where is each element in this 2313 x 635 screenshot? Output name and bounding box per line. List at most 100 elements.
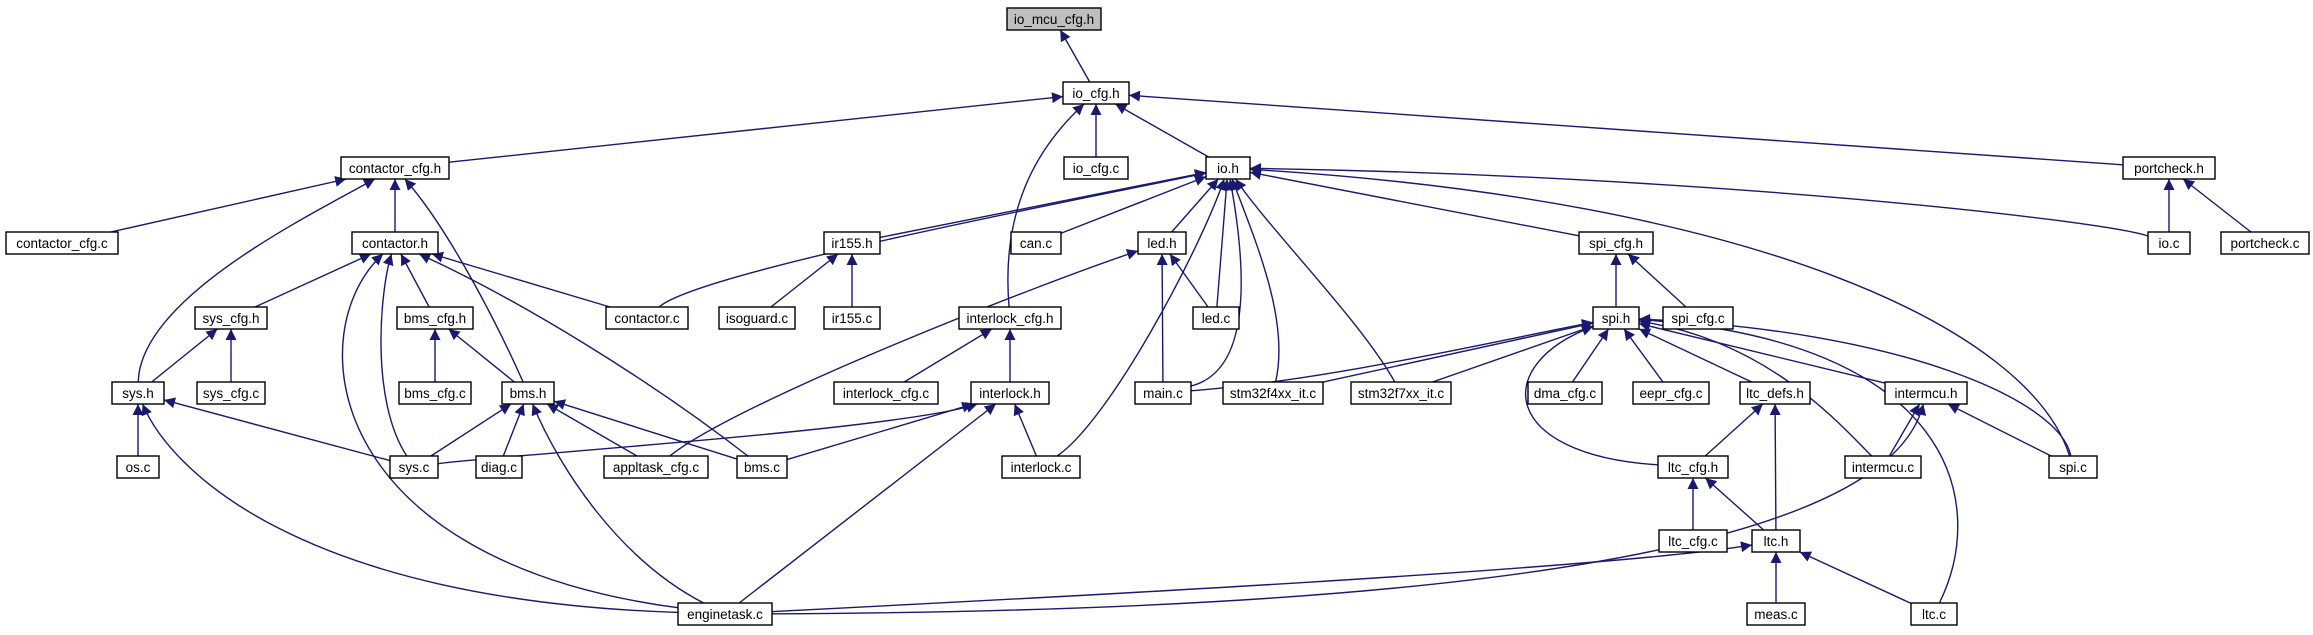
edge-dma-cfg-c-to-spi-h xyxy=(1571,328,1610,383)
node-box xyxy=(823,306,881,330)
node-label: interlock_cfg.h xyxy=(966,311,1053,326)
edge-ltc-defs-h-to-spi-h xyxy=(1638,328,1752,383)
node-spi-cfg-c[interactable]: spi_cfg.c xyxy=(1662,306,1734,330)
node-box xyxy=(398,381,472,405)
node-ir155-c[interactable]: ir155.c xyxy=(823,306,881,330)
node-stm32f4xx-it-c[interactable]: stm32f4xx_it.c xyxy=(1222,381,1324,405)
node-box xyxy=(1632,381,1710,405)
node-diag-c[interactable]: diag.c xyxy=(475,455,523,479)
node-sys-c[interactable]: sys.c xyxy=(389,455,439,479)
node-label: diag.c xyxy=(481,460,517,475)
file-nodes: io_mcu_cfg.h io_cfg.h contactor_cfg.h io_cf… xyxy=(5,7,2310,626)
node-contactor-cfg-h[interactable]: contactor_cfg.h xyxy=(340,156,450,180)
node-enginetask-c[interactable]: enginetask.c xyxy=(677,602,773,626)
edge-main-c-to-led-h xyxy=(1156,253,1168,383)
node-box xyxy=(823,231,881,255)
node-box xyxy=(1001,455,1081,479)
edge-enginetask-c-to-bms-h xyxy=(531,403,704,604)
edge-main-c-to-spi-h xyxy=(1190,319,1594,392)
edge-ir155-h-to-io-h xyxy=(879,169,1207,239)
node-label: io_cfg.h xyxy=(1072,86,1119,101)
edge-enginetask-c-to-contactor-h xyxy=(341,253,679,609)
node-portcheck-c[interactable]: portcheck.c xyxy=(2220,231,2310,255)
node-bms-c[interactable]: bms.c xyxy=(736,455,788,479)
node-box xyxy=(603,455,709,479)
node-spi-cfg-h[interactable]: spi_cfg.h xyxy=(1578,231,1654,255)
node-label: interlock_cfg.c xyxy=(843,386,930,401)
node-box xyxy=(5,231,119,255)
edge-contactor-cfg-h-to-io-cfg-h xyxy=(448,92,1064,163)
edge-can-c-to-io-h xyxy=(1060,175,1207,234)
node-box xyxy=(1527,381,1603,405)
node-stm32f7xx-it-c[interactable]: stm32f7xx_it.c xyxy=(1350,381,1452,405)
node-box xyxy=(1137,231,1187,255)
node-box xyxy=(194,306,268,330)
node-ltc-h[interactable]: ltc.h xyxy=(1751,529,1801,553)
node-bms-cfg-h[interactable]: bms_cfg.h xyxy=(396,306,474,330)
node-sys-cfg-h[interactable]: sys_cfg.h xyxy=(194,306,268,330)
node-ltc-defs-h[interactable]: ltc_defs.h xyxy=(1739,381,1811,405)
edge-io-cfg-h-to-io-mcu-cfg-h xyxy=(1059,29,1091,83)
dependency-edges xyxy=(110,29,2252,615)
node-dma-cfg-c[interactable]: dma_cfg.c xyxy=(1527,381,1603,405)
node-label: ltc_cfg.c xyxy=(1668,534,1718,549)
node-label: sys_cfg.c xyxy=(203,386,260,401)
node-io-cfg-h[interactable]: io_cfg.h xyxy=(1062,81,1130,105)
node-led-h[interactable]: led.h xyxy=(1137,231,1187,255)
node-io-h[interactable]: io.h xyxy=(1205,156,1251,180)
edge-ltc-cfg-h-to-ltc-defs-h xyxy=(1704,403,1764,457)
node-ltc-c[interactable]: ltc.c xyxy=(1910,602,1958,626)
node-ltc-cfg-c[interactable]: ltc_cfg.c xyxy=(1658,529,1728,553)
node-interlock-cfg-c[interactable]: interlock_cfg.c xyxy=(833,381,939,405)
node-io-cfg-c[interactable]: io_cfg.c xyxy=(1063,156,1129,180)
node-contactor-h[interactable]: contactor.h xyxy=(351,231,439,255)
node-interlock-cfg-h[interactable]: interlock_cfg.h xyxy=(958,306,1062,330)
edge-stm32f4xx-it-c-to-spi-h xyxy=(1322,320,1594,383)
node-ir155-h[interactable]: ir155.h xyxy=(823,231,881,255)
node-portcheck-h[interactable]: portcheck.h xyxy=(2122,156,2216,180)
node-label: intermcu.c xyxy=(1852,460,1915,475)
node-spi-h[interactable]: spi.h xyxy=(1592,306,1640,330)
node-sys-h[interactable]: sys.h xyxy=(111,381,165,405)
node-box xyxy=(970,381,1050,405)
node-label: portcheck.h xyxy=(2134,161,2204,176)
node-box xyxy=(1192,306,1240,330)
node-label: enginetask.c xyxy=(687,607,763,622)
node-interlock-c[interactable]: interlock.c xyxy=(1001,455,1081,479)
edge-spi-c-to-intermcu-h xyxy=(1947,403,2052,457)
node-io-mcu-cfg-h[interactable]: io_mcu_cfg.h xyxy=(1006,7,1102,31)
node-label: ltc.c xyxy=(1922,607,1946,622)
node-sys-cfg-c[interactable]: sys_cfg.c xyxy=(196,381,266,405)
node-bms-cfg-c[interactable]: bms_cfg.c xyxy=(398,381,472,405)
node-box xyxy=(1063,156,1129,180)
edge-stm32f7xx-it-c-to-spi-h xyxy=(1432,324,1594,383)
node-label: ltc_cfg.h xyxy=(1668,460,1718,475)
node-box xyxy=(1662,306,1734,330)
node-box xyxy=(501,381,555,405)
node-can-c[interactable]: can.c xyxy=(1010,231,1062,255)
node-main-c[interactable]: main.c xyxy=(1134,381,1192,405)
edge-intermcu-h-to-spi-h xyxy=(1638,320,1886,384)
node-label: eepr_cfg.c xyxy=(1639,386,1702,401)
node-spi-c[interactable]: spi.c xyxy=(2048,455,2098,479)
node-appltask-cfg-c[interactable]: appltask_cfg.c xyxy=(603,455,709,479)
node-label: io.c xyxy=(2158,236,2179,251)
node-label: spi_cfg.c xyxy=(1671,311,1725,326)
edge-stm32f4xx-it-c-to-io-h xyxy=(1230,178,1280,383)
edge-portcheck-c-to-portcheck-h xyxy=(2182,178,2252,233)
node-os-c[interactable]: os.c xyxy=(116,455,160,479)
node-meas-c[interactable]: meas.c xyxy=(1746,602,1806,626)
node-io-c[interactable]: io.c xyxy=(2147,231,2191,255)
node-contactor-c[interactable]: contactor.c xyxy=(605,306,689,330)
node-label: stm32f4xx_it.c xyxy=(1230,386,1317,401)
node-led-c[interactable]: led.c xyxy=(1192,306,1240,330)
node-isoguard-c[interactable]: isoguard.c xyxy=(718,306,796,330)
node-interlock-h[interactable]: interlock.h xyxy=(970,381,1050,405)
node-contactor-cfg-c[interactable]: contactor_cfg.c xyxy=(5,231,119,255)
node-ltc-cfg-h[interactable]: ltc_cfg.h xyxy=(1657,455,1729,479)
node-label: os.c xyxy=(126,460,151,475)
node-intermcu-h[interactable]: intermcu.h xyxy=(1884,381,1968,405)
node-bms-h[interactable]: bms.h xyxy=(501,381,555,405)
node-eepr-cfg-c[interactable]: eepr_cfg.c xyxy=(1632,381,1710,405)
node-intermcu-c[interactable]: intermcu.c xyxy=(1844,455,1922,479)
